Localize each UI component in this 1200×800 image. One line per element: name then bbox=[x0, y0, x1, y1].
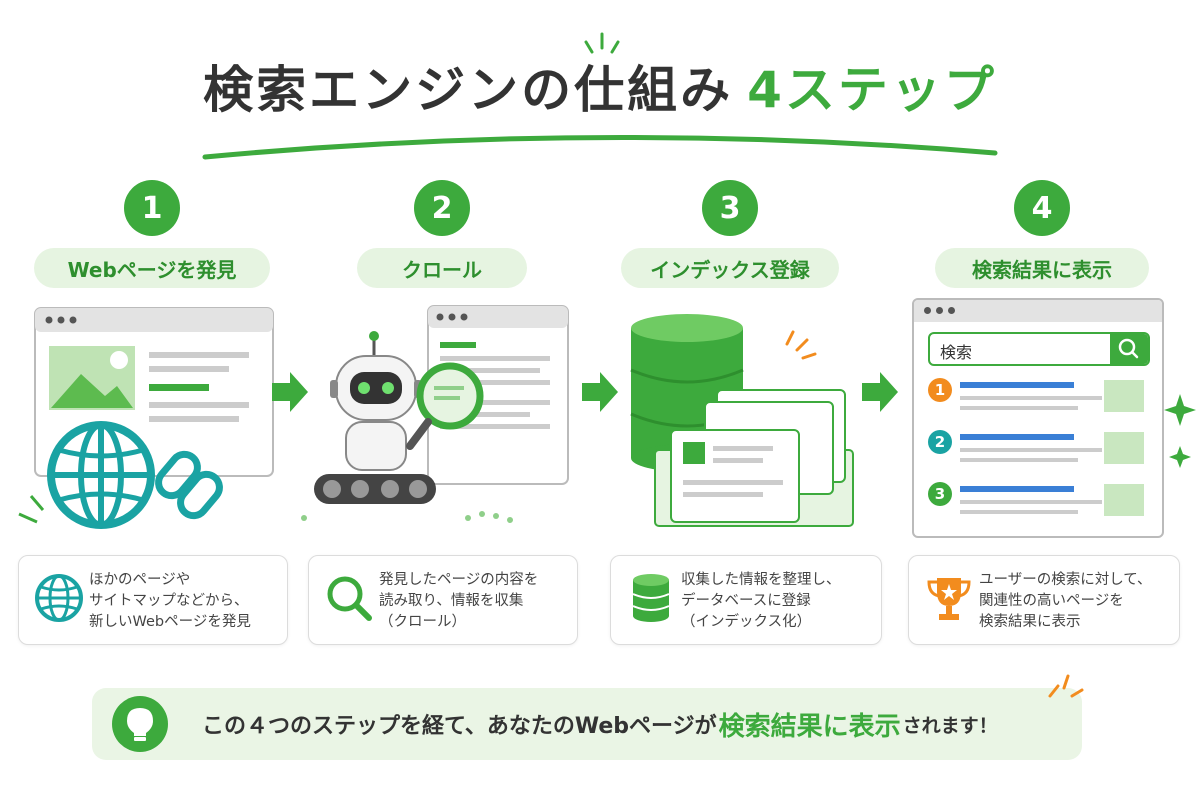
search-button[interactable] bbox=[1110, 334, 1148, 364]
step-3-header: 3 インデックス登録 bbox=[590, 180, 870, 288]
step-1-header: 1 Webページを発見 bbox=[12, 180, 292, 288]
rank-badge-3: 3 bbox=[928, 482, 952, 506]
search-results-window: 検索 1 2 3 bbox=[912, 298, 1164, 538]
step-3-description: 収集した情報を整理し、 データベースに登録 （インデックス化） bbox=[610, 555, 882, 645]
step-number-1: 1 bbox=[124, 180, 180, 236]
search-icon bbox=[1118, 338, 1139, 359]
step-number-4: 4 bbox=[1014, 180, 1070, 236]
banner-pre: この４つのステップを経て、あなたのWebページが bbox=[202, 714, 717, 739]
desc-line: 検索結果に表示 bbox=[979, 614, 1081, 630]
search-result-1[interactable]: 1 bbox=[928, 378, 1144, 412]
thumbnail bbox=[1104, 380, 1144, 412]
desc-line: （クロール） bbox=[379, 614, 466, 630]
webpage-discovery-illustration bbox=[18, 307, 274, 529]
thumbnail bbox=[1104, 432, 1144, 464]
step-number-2: 2 bbox=[414, 180, 470, 236]
desc-line: 読み取り、情報を収集 bbox=[379, 593, 524, 609]
title-underline bbox=[202, 134, 998, 160]
desc-line: ほかのページや bbox=[89, 572, 191, 588]
step-2-header: 2 クロール bbox=[302, 180, 582, 288]
step-label-2: クロール bbox=[357, 248, 527, 288]
rank-badge-2: 2 bbox=[928, 430, 952, 454]
desc-line: ユーザーの検索に対して、 bbox=[979, 572, 1152, 588]
arrow-right-icon bbox=[582, 372, 618, 412]
globe-icon bbox=[35, 574, 83, 622]
desc-line: （インデックス化） bbox=[681, 614, 812, 630]
desc-line: データベースに登録 bbox=[681, 593, 811, 609]
sparkle-icon bbox=[1048, 674, 1084, 698]
rank-badge-1: 1 bbox=[928, 378, 952, 402]
title-main: 検索エンジンの仕組み bbox=[203, 61, 734, 119]
banner-highlight: 検索結果に表示 bbox=[718, 711, 901, 742]
arrow-right-icon bbox=[862, 372, 898, 412]
crawl-illustration bbox=[301, 305, 569, 523]
arrow-right-icon bbox=[272, 372, 308, 412]
step-label-3: インデックス登録 bbox=[621, 248, 839, 288]
step-4-header: 4 検索結果に表示 bbox=[902, 180, 1182, 288]
banner-post: されます！ bbox=[902, 714, 998, 737]
step-number-3: 3 bbox=[702, 180, 758, 236]
step-4-description: ユーザーの検索に対して、 関連性の高いページを 検索結果に表示 bbox=[908, 555, 1180, 645]
desc-line: 発見したページの内容を bbox=[379, 572, 539, 588]
sparkle-icon bbox=[1164, 394, 1196, 468]
database-icon bbox=[632, 574, 670, 622]
lightbulb-badge bbox=[112, 696, 168, 752]
magnifier-icon bbox=[327, 576, 372, 621]
title-accent: 4ステップ bbox=[747, 61, 997, 119]
window-titlebar bbox=[914, 300, 1162, 322]
step-2-description: 発見したページの内容を 読み取り、情報を収集 （クロール） bbox=[308, 555, 578, 645]
desc-line: サイトマップなどから、 bbox=[89, 593, 249, 609]
desc-line: 関連性の高いページを bbox=[979, 593, 1124, 609]
step-label-1: Webページを発見 bbox=[34, 248, 270, 288]
summary-banner: この４つのステップを経て、あなたのWebページが検索結果に表示されます！ bbox=[92, 674, 1084, 760]
index-illustration bbox=[630, 314, 854, 527]
lightbulb-icon bbox=[127, 708, 153, 741]
search-result-3[interactable]: 3 bbox=[928, 482, 1144, 516]
desc-line: 新しいWebページを発見 bbox=[89, 614, 251, 630]
desc-line: 収集した情報を整理し、 bbox=[681, 572, 841, 588]
search-result-2[interactable]: 2 bbox=[928, 430, 1144, 464]
search-box[interactable]: 検索 bbox=[928, 332, 1150, 366]
sparkle-icon bbox=[584, 32, 620, 54]
trophy-icon bbox=[927, 578, 971, 620]
search-input[interactable]: 検索 bbox=[940, 343, 973, 362]
step-1-description: ほかのページや サイトマップなどから、 新しいWebページを発見 bbox=[18, 555, 288, 645]
step-label-4: 検索結果に表示 bbox=[935, 248, 1149, 288]
thumbnail bbox=[1104, 484, 1144, 516]
banner-message: この４つのステップを経て、あなたのWebページが検索結果に表示されます！ bbox=[202, 688, 998, 760]
